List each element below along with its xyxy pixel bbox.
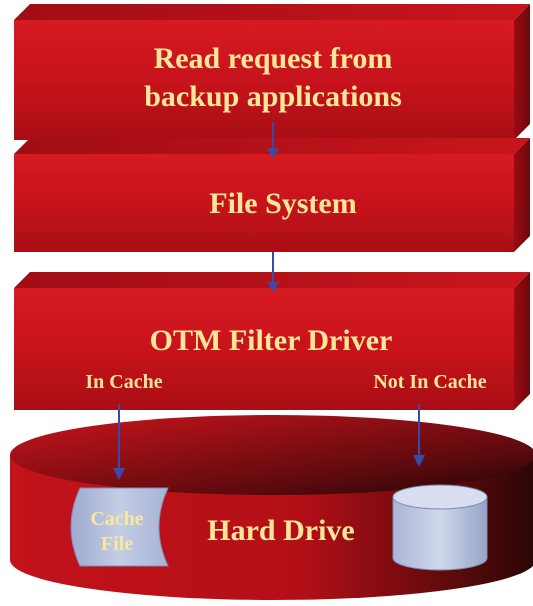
file-system-block: File System	[14, 138, 530, 252]
file-system-label: File System	[209, 187, 356, 220]
read-request-block-top	[14, 4, 530, 20]
otm-filter-label: OTM Filter Driver	[150, 324, 393, 357]
arrow-request-to-filesystem	[267, 122, 279, 158]
otm-filter-block-front	[14, 288, 514, 410]
disk-icon	[392, 484, 488, 571]
file-system-block-front	[14, 154, 514, 252]
otm-filter-block: OTM Filter Driver In Cache Not In Cache	[14, 272, 530, 410]
cache-file-line1: Cache	[90, 508, 143, 530]
cache-file-shape	[70, 487, 169, 567]
read-request-line1: Read request from	[154, 42, 393, 75]
disk-icon-top	[392, 484, 488, 510]
not-in-cache-label: Not In Cache	[373, 371, 486, 393]
read-request-block: Read request from backup applications	[14, 4, 530, 140]
read-request-line2: backup applications	[144, 80, 402, 113]
disk-icon-body	[392, 496, 488, 571]
read-request-block-front	[14, 20, 514, 140]
cache-file-line2: File	[101, 533, 133, 555]
arrow-in-cache	[113, 404, 125, 480]
arrow-not-in-cache	[413, 404, 425, 467]
hard-drive-label: Hard Drive	[207, 514, 354, 547]
in-cache-label: In Cache	[85, 371, 162, 393]
flow-arrows	[113, 122, 425, 480]
file-system-block-side	[514, 138, 530, 252]
otm-filter-block-side	[514, 272, 530, 410]
arrow-filesystem-to-otm	[267, 252, 279, 292]
hard-drive-top	[10, 415, 533, 495]
cache-file: Cache File	[70, 487, 169, 567]
read-request-block-side	[514, 4, 530, 140]
